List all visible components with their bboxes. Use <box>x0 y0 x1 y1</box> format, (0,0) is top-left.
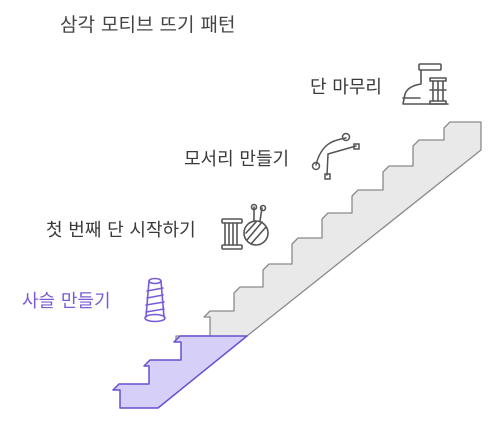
staircase-first-step-highlight <box>112 335 248 409</box>
step-label-corner: 모서리 만들기 <box>184 149 290 170</box>
sewing-machine-icon <box>402 63 449 105</box>
bezier-curve-icon <box>311 132 360 180</box>
step-label-finish-row: 단 마무리 <box>310 77 382 98</box>
step-label-chain: 사슬 만들기 <box>22 291 111 312</box>
yarn-cone-icon <box>144 277 166 323</box>
staircase-upper <box>175 121 482 343</box>
step-label-first-row: 첫 번째 단 시작하기 <box>46 220 196 241</box>
diagram-title: 삼각 모티브 뜨기 패턴 <box>60 14 236 36</box>
yarn-ball-spool-icon <box>221 203 269 250</box>
